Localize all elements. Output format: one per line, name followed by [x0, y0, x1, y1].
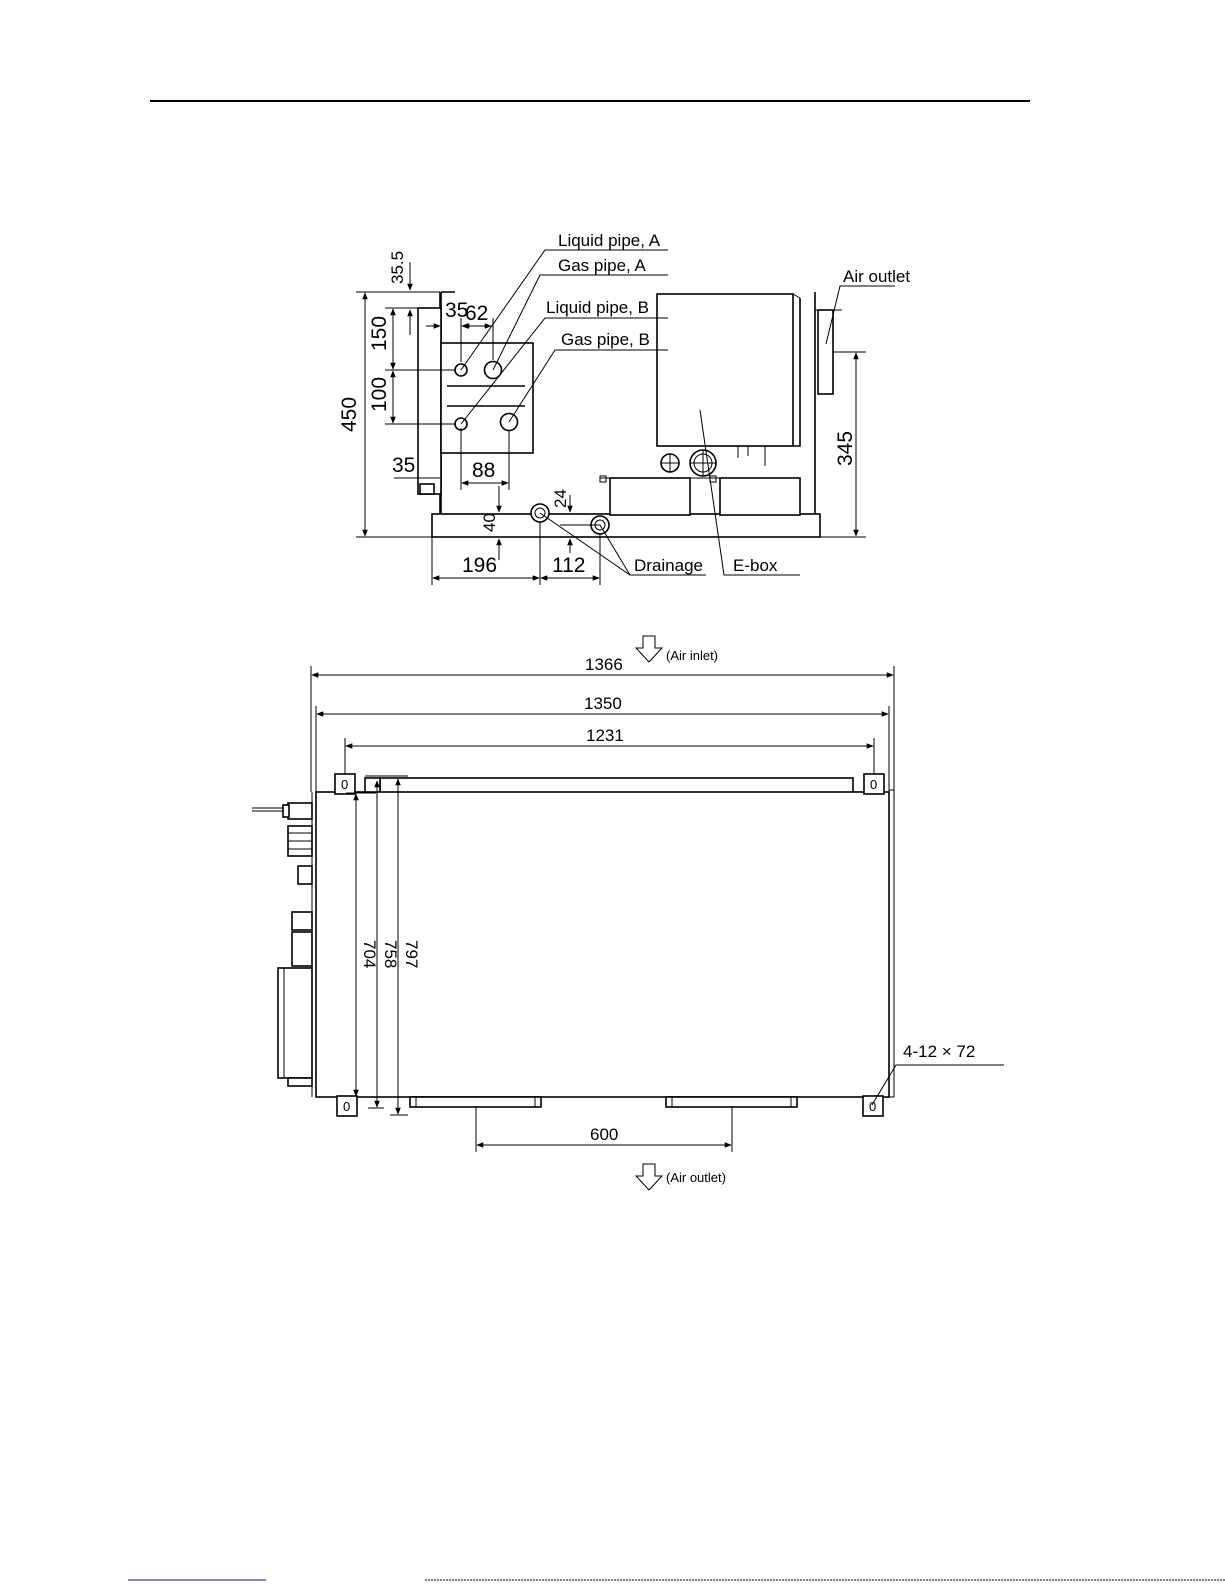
motor-block-right [720, 478, 800, 515]
bracket-mark-br: 0 [869, 1099, 876, 1114]
side-control-box [278, 968, 312, 1078]
dim-1350: 1350 [584, 694, 622, 713]
bracket-mark-tr: 0 [870, 777, 877, 792]
dim-40: 40 [480, 513, 499, 532]
top-view-body [316, 792, 889, 1097]
left-fitting-1 [288, 803, 312, 819]
callout-e-box: E-box [733, 556, 778, 575]
dim-holes: 4-12 × 72 [903, 1042, 975, 1061]
callout-drainage: Drainage [634, 556, 703, 575]
dim-600: 600 [590, 1125, 618, 1144]
dim-35-bottom: 35 [392, 454, 415, 477]
callout-air-outlet: Air outlet [843, 267, 910, 286]
dim-88: 88 [472, 459, 495, 482]
outlet-flange-left [410, 1097, 541, 1107]
dim-704: 704 [360, 940, 379, 968]
side-view: Liquid pipe, A Gas pipe, A Liquid pipe, … [338, 231, 910, 585]
air-inlet-label: (Air inlet) [666, 648, 718, 663]
dim-797: 797 [402, 940, 421, 968]
callout-liquid-pipe-a: Liquid pipe, A [558, 231, 661, 250]
pipe-panel [441, 343, 533, 453]
callout-liquid-pipe-b: Liquid pipe, B [546, 298, 649, 317]
dim-1231: 1231 [586, 726, 624, 745]
motor-block-left [610, 478, 690, 515]
air-outlet-arrow-icon [636, 1164, 662, 1190]
dim-196: 196 [462, 554, 497, 577]
dim-62: 62 [465, 302, 488, 325]
dim-35-5: 35.5 [388, 251, 407, 284]
air-inlet-arrow-icon [636, 636, 662, 662]
outlet-flange-right [666, 1097, 797, 1107]
dim-24: 24 [551, 489, 570, 508]
dim-112: 112 [552, 554, 585, 577]
air-outlet-label: (Air outlet) [666, 1170, 726, 1185]
top-view: (Air inlet) 1366 1350 1231 0 0 0 0 [252, 636, 1004, 1190]
bracket-mark-bl: 0 [343, 1099, 350, 1114]
bracket-mark-tl: 0 [341, 777, 348, 792]
left-flange [418, 308, 441, 494]
dim-345: 345 [834, 431, 857, 466]
dim-758: 758 [381, 940, 400, 968]
e-box [657, 294, 793, 446]
dim-100: 100 [368, 377, 391, 412]
left-flange-foot [420, 484, 434, 494]
dim-1366: 1366 [585, 655, 623, 674]
callout-gas-pipe-a: Gas pipe, A [558, 256, 647, 275]
callout-gas-pipe-b: Gas pipe, B [561, 330, 650, 349]
dim-450: 450 [338, 397, 361, 432]
dim-150: 150 [368, 316, 391, 351]
